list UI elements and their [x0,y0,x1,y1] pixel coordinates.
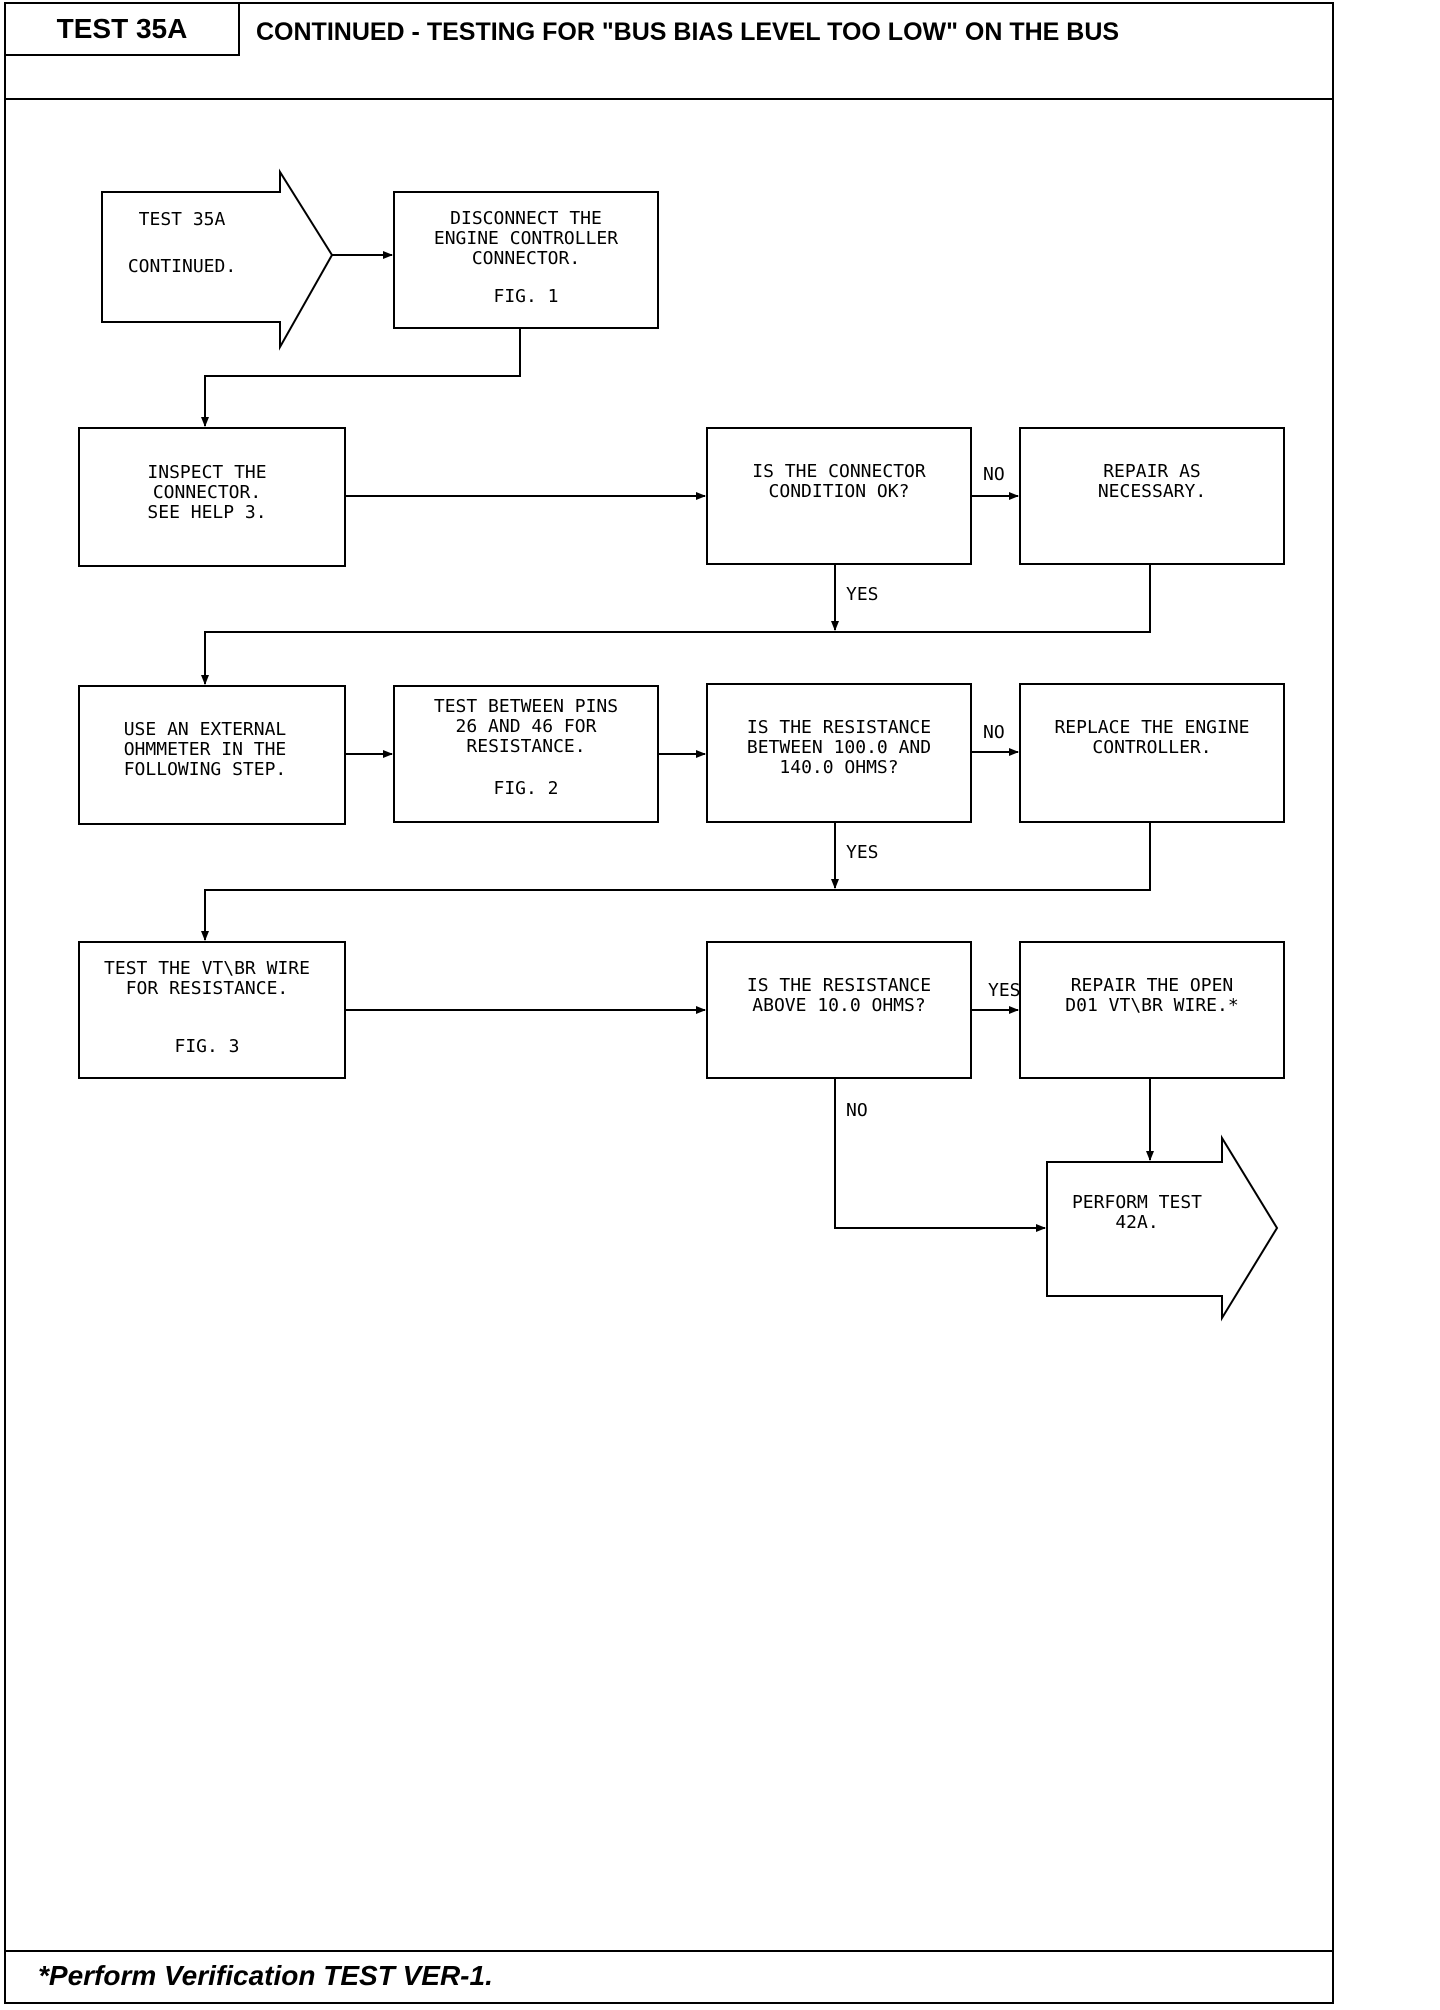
page-header: TEST 35A CONTINUED - TESTING FOR "BUS BI… [6,4,1332,100]
yes-label-above: YES [988,980,1021,1001]
inspect-line1: INSPECT THE [147,462,266,483]
perform-arrow-shape [1046,1134,1279,1322]
disconnect-fig: FIG. 1 [493,286,558,307]
page-footer: *Perform Verification TEST VER-1. [6,1950,1332,2002]
disconnect-line2: ENGINE CONTROLLER [434,228,618,249]
start-arrow-shape [101,168,334,351]
disconnect-line3: CONNECTOR. [472,248,580,269]
above-question-line2: ABOVE 10.0 OHMS? [752,995,925,1016]
repair-box [1019,427,1285,565]
start-line2: CONTINUED. [128,256,236,277]
connector-question-line1: IS THE CONNECTOR [752,461,926,482]
test-pins-line3: RESISTANCE. [466,736,585,757]
connector-repair-merge [201,564,1151,685]
connector-question-line2: CONDITION OK? [769,481,910,502]
start-line1: TEST 35A [139,209,226,230]
test-pins-fig: FIG. 2 [493,778,558,799]
no-label-above: NO [846,1100,868,1121]
test-wire-line2: FOR RESISTANCE. [126,978,289,999]
page-title: CONTINUED - TESTING FOR "BUS BIAS LEVEL … [256,18,1120,46]
resistance-question-line2: BETWEEN 100.0 AND [747,737,931,758]
replace-line2: CONTROLLER. [1092,737,1211,758]
ohmmeter-line2: OHMMETER IN THE [124,739,287,760]
connector-disconnect-inspect [201,328,521,427]
repair-open-line1: REPAIR THE OPEN [1071,975,1234,996]
repair-open-line2: D01 VT\BR WIRE.* [1065,995,1238,1016]
page-frame: TEST 35A CONTINUED - TESTING FOR "BUS BI… [4,2,1334,2004]
yes-label-resistance: YES [846,842,879,863]
disconnect-line1: DISCONNECT THE [450,208,602,229]
disconnect-box [393,191,659,329]
replace-box [1019,683,1285,823]
no-label-connector: NO [983,464,1005,485]
test-pins-line2: 26 AND 46 FOR [456,716,597,737]
replace-line1: REPLACE THE ENGINE [1054,717,1249,738]
test-wire-fig: FIG. 3 [174,1036,239,1057]
resistance-question-line3: 140.0 OHMS? [779,757,898,778]
footer-note: *Perform Verification TEST VER-1. [38,1960,493,1991]
repair-open-box [1019,941,1285,1079]
repair-line1: REPAIR AS [1103,461,1201,482]
repair-line2: NECESSARY. [1098,481,1206,502]
inspect-line3: SEE HELP 3. [147,502,266,523]
test-wire-line1: TEST THE VT\BR WIRE [104,958,310,979]
resistance-question-line1: IS THE RESISTANCE [747,717,931,738]
inspect-line2: CONNECTOR. [153,482,261,503]
test-pins-line1: TEST BETWEEN PINS [434,696,618,717]
ohmmeter-line3: FOLLOWING STEP. [124,759,287,780]
above-question-line1: IS THE RESISTANCE [747,975,931,996]
yes-label-connector: YES [846,584,879,605]
connector-above-no-perform [834,1078,1046,1232]
perform-line2: 42A. [1115,1212,1158,1233]
test-id: TEST 35A [6,4,240,56]
connector-replace-merge [201,822,1151,941]
ohmmeter-line1: USE AN EXTERNAL [124,719,287,740]
perform-line1: PERFORM TEST [1072,1192,1202,1213]
no-label-resistance: NO [983,722,1005,743]
